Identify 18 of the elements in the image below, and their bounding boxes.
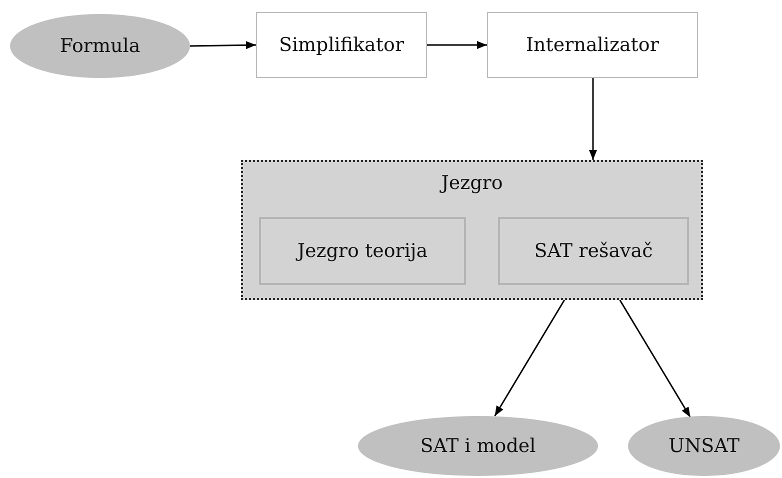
node-label: UNSAT <box>668 435 740 457</box>
component-box <box>259 217 466 285</box>
node-label: Simplifikator <box>278 34 404 56</box>
component-box <box>498 217 689 285</box>
node-label: Jezgro teorija <box>297 240 428 262</box>
arrow <box>190 41 256 50</box>
node-label: SAT i model <box>420 435 536 457</box>
node-label: SAT rešavač <box>534 240 653 262</box>
cluster-title: Jezgro <box>441 172 503 194</box>
arrow <box>619 300 691 418</box>
node-label: Formula <box>60 35 140 57</box>
process-box <box>487 12 698 78</box>
arrow <box>427 41 487 49</box>
arrow <box>589 78 597 160</box>
arrow <box>494 300 566 416</box>
cluster-box <box>241 160 703 300</box>
process-box <box>256 12 427 78</box>
node-label: Internalizator <box>526 34 659 56</box>
